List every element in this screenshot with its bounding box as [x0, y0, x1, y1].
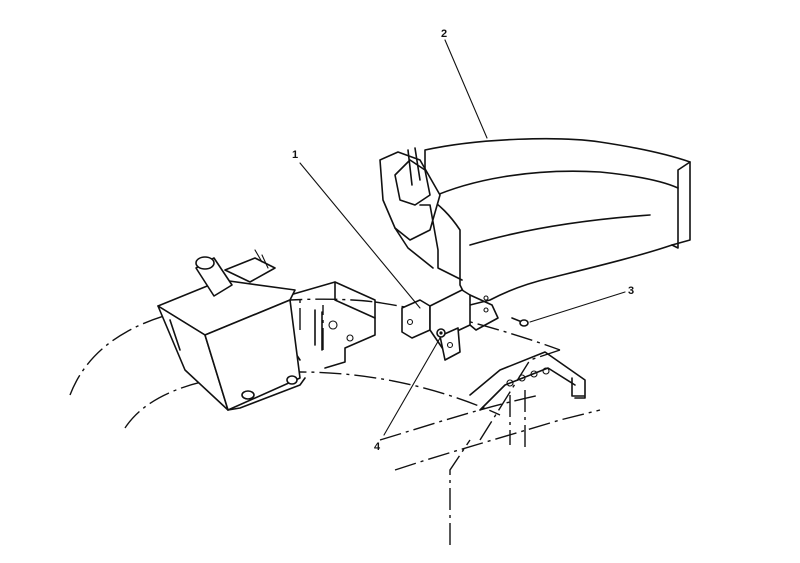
mounting-tower: [289, 281, 376, 369]
fender-outline: [69, 298, 601, 545]
callout-1: 1: [292, 149, 298, 161]
frame-rail: [469, 351, 586, 450]
screw: [511, 317, 529, 327]
leader-3: [529, 291, 626, 323]
leader-1: [299, 162, 421, 309]
leader-lines: [299, 39, 626, 436]
callout-3: 3: [628, 285, 634, 297]
reservoir-box: [157, 249, 306, 411]
air-duct: [379, 137, 691, 306]
mounting-bracket: [401, 289, 499, 361]
callout-4: 4: [374, 441, 381, 453]
leader-4: [383, 337, 441, 436]
leader-2: [444, 39, 488, 139]
callout-2: 2: [441, 28, 447, 40]
nut: [436, 328, 446, 338]
